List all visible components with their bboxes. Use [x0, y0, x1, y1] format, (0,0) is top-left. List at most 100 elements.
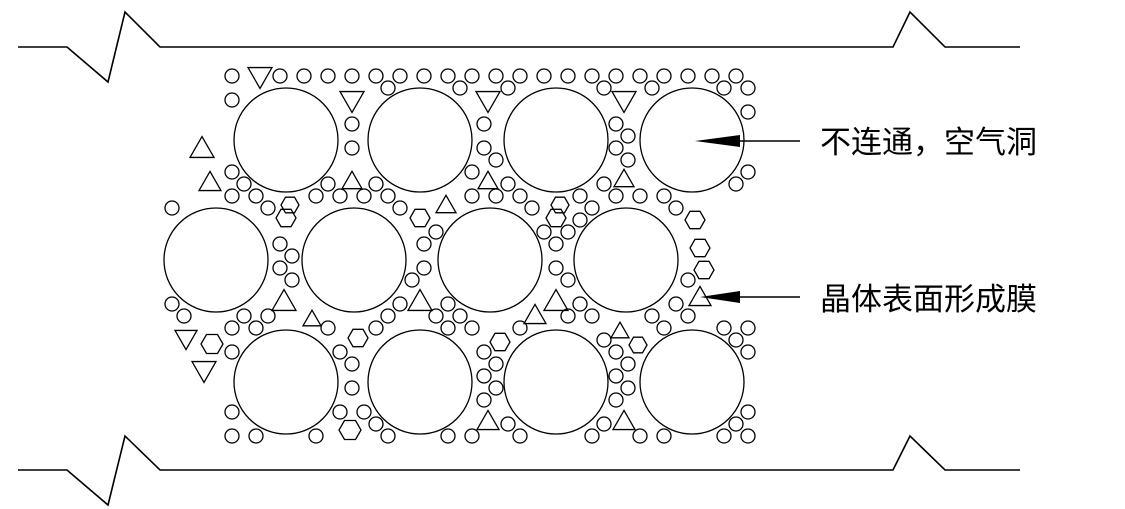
small-particle-circle [164, 296, 180, 312]
small-particle-circle [416, 236, 432, 252]
small-particle-circle [236, 308, 252, 324]
large-particle-circle [503, 329, 609, 435]
small-particle-circle [548, 236, 564, 252]
crystal-hexagon [275, 208, 297, 228]
small-particle-circle [560, 308, 576, 324]
small-particle-circle [224, 428, 240, 444]
large-particle-circle [503, 87, 609, 193]
small-particle-circle [632, 188, 648, 204]
crystal-hexagon [689, 238, 711, 258]
small-particle-circle [608, 392, 624, 408]
air-void-arrow [695, 135, 800, 147]
small-particle-circle [740, 404, 756, 420]
small-particle-circle [344, 68, 360, 84]
small-particle-circle [476, 392, 492, 408]
small-particle-circle [740, 164, 756, 180]
small-particle-circle [584, 68, 600, 84]
small-particle-circle [260, 308, 276, 324]
small-particle-circle [596, 332, 612, 348]
small-particle-circle [716, 320, 732, 336]
small-particle-circle [464, 68, 480, 84]
small-particle-circle [572, 296, 588, 312]
small-particle-circle [428, 224, 444, 240]
small-particle-circle [296, 68, 312, 84]
small-particle-circle [740, 428, 756, 444]
large-particle-circle [367, 329, 473, 435]
small-particle-circle [680, 68, 696, 84]
small-particle-circle [476, 344, 492, 360]
small-particle-circle [284, 248, 300, 264]
crystal-hexagon [347, 328, 369, 348]
small-particle-circle [608, 68, 624, 84]
small-particle-circle [500, 176, 516, 192]
small-particle-circle [380, 80, 396, 96]
large-particle-circle [639, 329, 745, 435]
large-particle-circle [233, 329, 339, 435]
crystal-hexagon [545, 208, 567, 228]
small-particle-circle [728, 416, 744, 432]
small-particle-circle [452, 308, 468, 324]
small-particle-circle [716, 428, 732, 444]
crystal-hexagon [338, 419, 362, 441]
top-boundary-line [18, 10, 1020, 84]
small-particle-circle [248, 188, 264, 204]
small-particle-circle [524, 200, 540, 216]
small-particle-circle [392, 200, 408, 216]
small-particle-circle [596, 416, 612, 432]
small-particle-circle [656, 68, 672, 84]
small-particle-circle [644, 80, 660, 96]
small-particle-circle [704, 68, 720, 84]
small-particle-circle [740, 344, 756, 360]
small-particle-circle [368, 320, 384, 336]
small-particle-circle [404, 272, 420, 288]
small-particle-circle [728, 68, 744, 84]
small-particle-circle [560, 68, 576, 84]
crystal-triangle [610, 90, 638, 114]
large-particle-circle [233, 87, 339, 193]
small-particle-circle [512, 320, 528, 336]
crystal-triangle [406, 288, 434, 312]
small-particle-circle [464, 320, 480, 336]
small-particle-circle [584, 200, 600, 216]
small-particle-circle [656, 320, 672, 336]
small-particle-circle [224, 164, 240, 180]
small-particle-circle [440, 428, 456, 444]
small-particle-circle [584, 428, 600, 444]
crystal-triangle [301, 308, 323, 327]
large-particle-circle [367, 87, 473, 193]
small-particle-circle [560, 224, 576, 240]
small-particle-circle [164, 200, 180, 216]
small-particle-circle [620, 128, 636, 144]
small-particle-circle [344, 116, 360, 132]
small-particle-circle [224, 188, 240, 204]
small-particle-circle [320, 68, 336, 84]
small-particle-circle [512, 428, 528, 444]
crystal-hexagon [684, 210, 706, 230]
small-particle-circle [476, 140, 492, 156]
small-particle-circle [332, 344, 348, 360]
small-particle-circle [428, 308, 444, 324]
small-particle-circle [644, 308, 660, 324]
small-particle-circle [392, 68, 408, 84]
small-particle-circle [392, 296, 408, 312]
crystal-hexagon [550, 196, 570, 214]
small-particle-circle [728, 176, 744, 192]
crystal-triangle [246, 66, 274, 90]
small-particle-circle [416, 68, 432, 84]
small-particle-circle [332, 188, 348, 204]
small-particle-circle [440, 320, 456, 336]
bottom-boundary-line [18, 434, 1020, 507]
particle-packing [163, 66, 756, 444]
small-particle-circle [440, 296, 456, 312]
small-particle-circle [620, 152, 636, 168]
crystal-triangle [522, 303, 548, 325]
crystal-triangle [340, 169, 364, 190]
small-particle-circle [608, 116, 624, 132]
small-particle-circle [248, 320, 264, 336]
small-particle-circle [236, 176, 252, 192]
small-particle-circle [536, 68, 552, 84]
small-particle-circle [488, 152, 504, 168]
small-particle-circle [272, 68, 288, 84]
small-particle-circle [416, 260, 432, 276]
small-particle-circle [476, 368, 492, 384]
